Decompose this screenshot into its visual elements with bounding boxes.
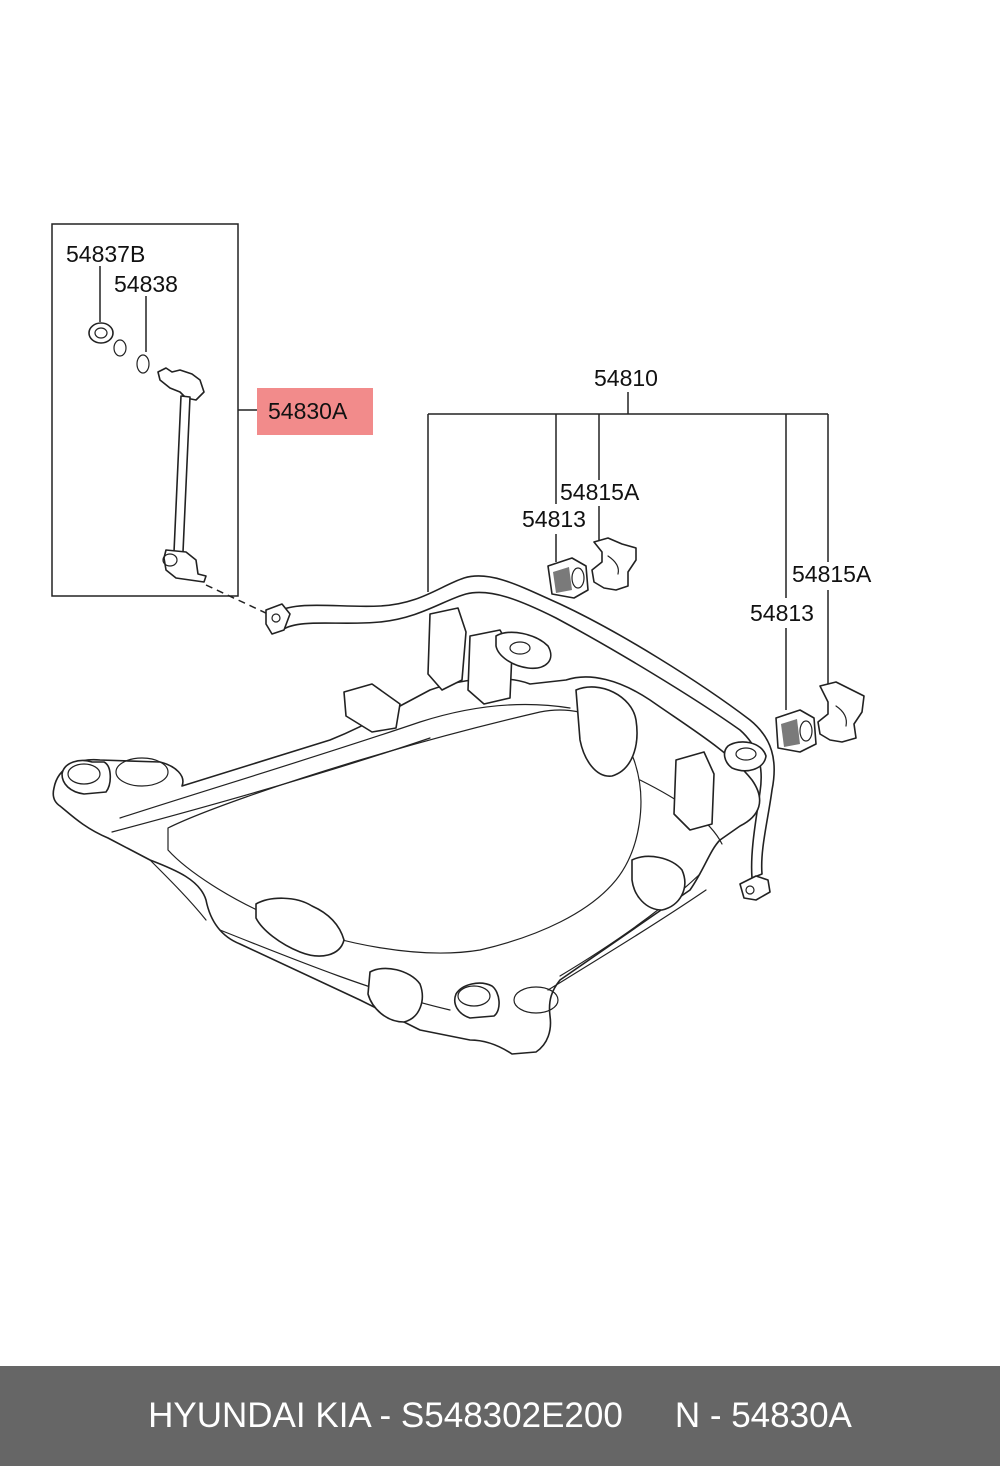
label-54813-lower: 54813: [750, 600, 814, 626]
stabilizer-link-part: [157, 367, 207, 583]
footer-brand-part-number: HYUNDAI KIA - S548302E200: [148, 1396, 623, 1435]
label-54830a: 54830A: [268, 398, 348, 424]
stabilizer-bar-part: [265, 575, 775, 901]
bushing-part-2: [775, 709, 817, 753]
guide-line: [205, 584, 269, 615]
clamp-part-1: [591, 537, 637, 591]
label-54837b: 54837B: [66, 241, 145, 267]
ring-part: [113, 339, 127, 357]
subframe-part: [52, 607, 767, 1055]
footer-text: HYUNDAI KIA - S548302E200 N - 54830A: [0, 1366, 1000, 1466]
label-54815a-lower: 54815A: [792, 561, 872, 587]
clamp-part-2: [817, 681, 865, 743]
label-54810: 54810: [594, 365, 658, 391]
ring-part-2: [136, 354, 150, 374]
footer-bar: HYUNDAI KIA - S548302E200 N - 54830A: [0, 1366, 1000, 1466]
label-54813-upper: 54813: [522, 506, 586, 532]
parts-diagram: 54837B 54838 54830A 54810 54815A 54813 5…: [51, 223, 872, 1055]
leader-54810-tree: [427, 392, 829, 710]
footer-reference-number: N - 54830A: [674, 1396, 852, 1435]
bushing-part-1: [547, 557, 589, 599]
label-54838: 54838: [114, 271, 178, 297]
dust-boot-part: [88, 322, 114, 344]
highlight-box: [257, 388, 373, 435]
label-54815a-upper: 54815A: [560, 479, 640, 505]
